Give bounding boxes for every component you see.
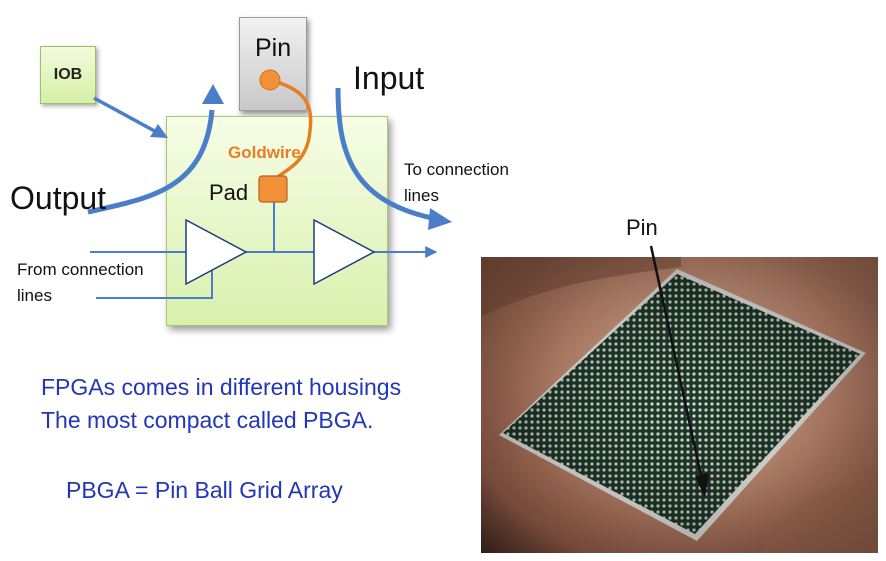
pin-pointer-head: [695, 473, 709, 498]
input-buffer: [313, 218, 376, 286]
pad-label: Pad: [209, 180, 249, 205]
iob-arrowhead: [150, 124, 168, 138]
to-connection-line2: lines: [404, 186, 439, 205]
goldwire-label: Goldwire: [228, 143, 301, 162]
pin-pointer-line: [649, 245, 704, 481]
caption-pbga: The most compact called PBGA.: [41, 407, 374, 433]
iob-arrow: [93, 96, 161, 136]
output-buffer: [185, 218, 248, 286]
output-arrowhead: [202, 84, 224, 104]
photo-pin-label: Pin: [626, 215, 658, 240]
input-label: Input: [353, 60, 425, 96]
output-arrow: [87, 109, 215, 215]
input-arrowhead: [428, 208, 452, 230]
caption-housings: FPGAs comes in different housings: [41, 374, 402, 400]
pin-box: [239, 17, 307, 111]
pin-contact: [259, 69, 281, 91]
goldwire: [269, 78, 313, 180]
chip-drawing: [481, 257, 878, 553]
iob-box: IOB: [40, 46, 96, 104]
from-connection-line1: From connection: [17, 260, 144, 279]
pin-box-label: Pin: [255, 34, 292, 62]
from-line-bottom: [96, 268, 213, 299]
from-connection-line2: lines: [17, 286, 52, 305]
from-connection-label: From connection lines: [17, 257, 144, 309]
input-arrow: [335, 87, 433, 221]
pbga-chip-photo: [481, 257, 878, 553]
output-label: Output: [10, 180, 107, 216]
to-connection-line1: To connection: [404, 160, 509, 179]
caption-pbga-definition: PBGA = Pin Ball Grid Array: [66, 477, 343, 503]
iob-label: IOB: [53, 66, 83, 83]
to-connection-label: To connection lines: [404, 157, 509, 209]
pad-square: [258, 175, 288, 203]
